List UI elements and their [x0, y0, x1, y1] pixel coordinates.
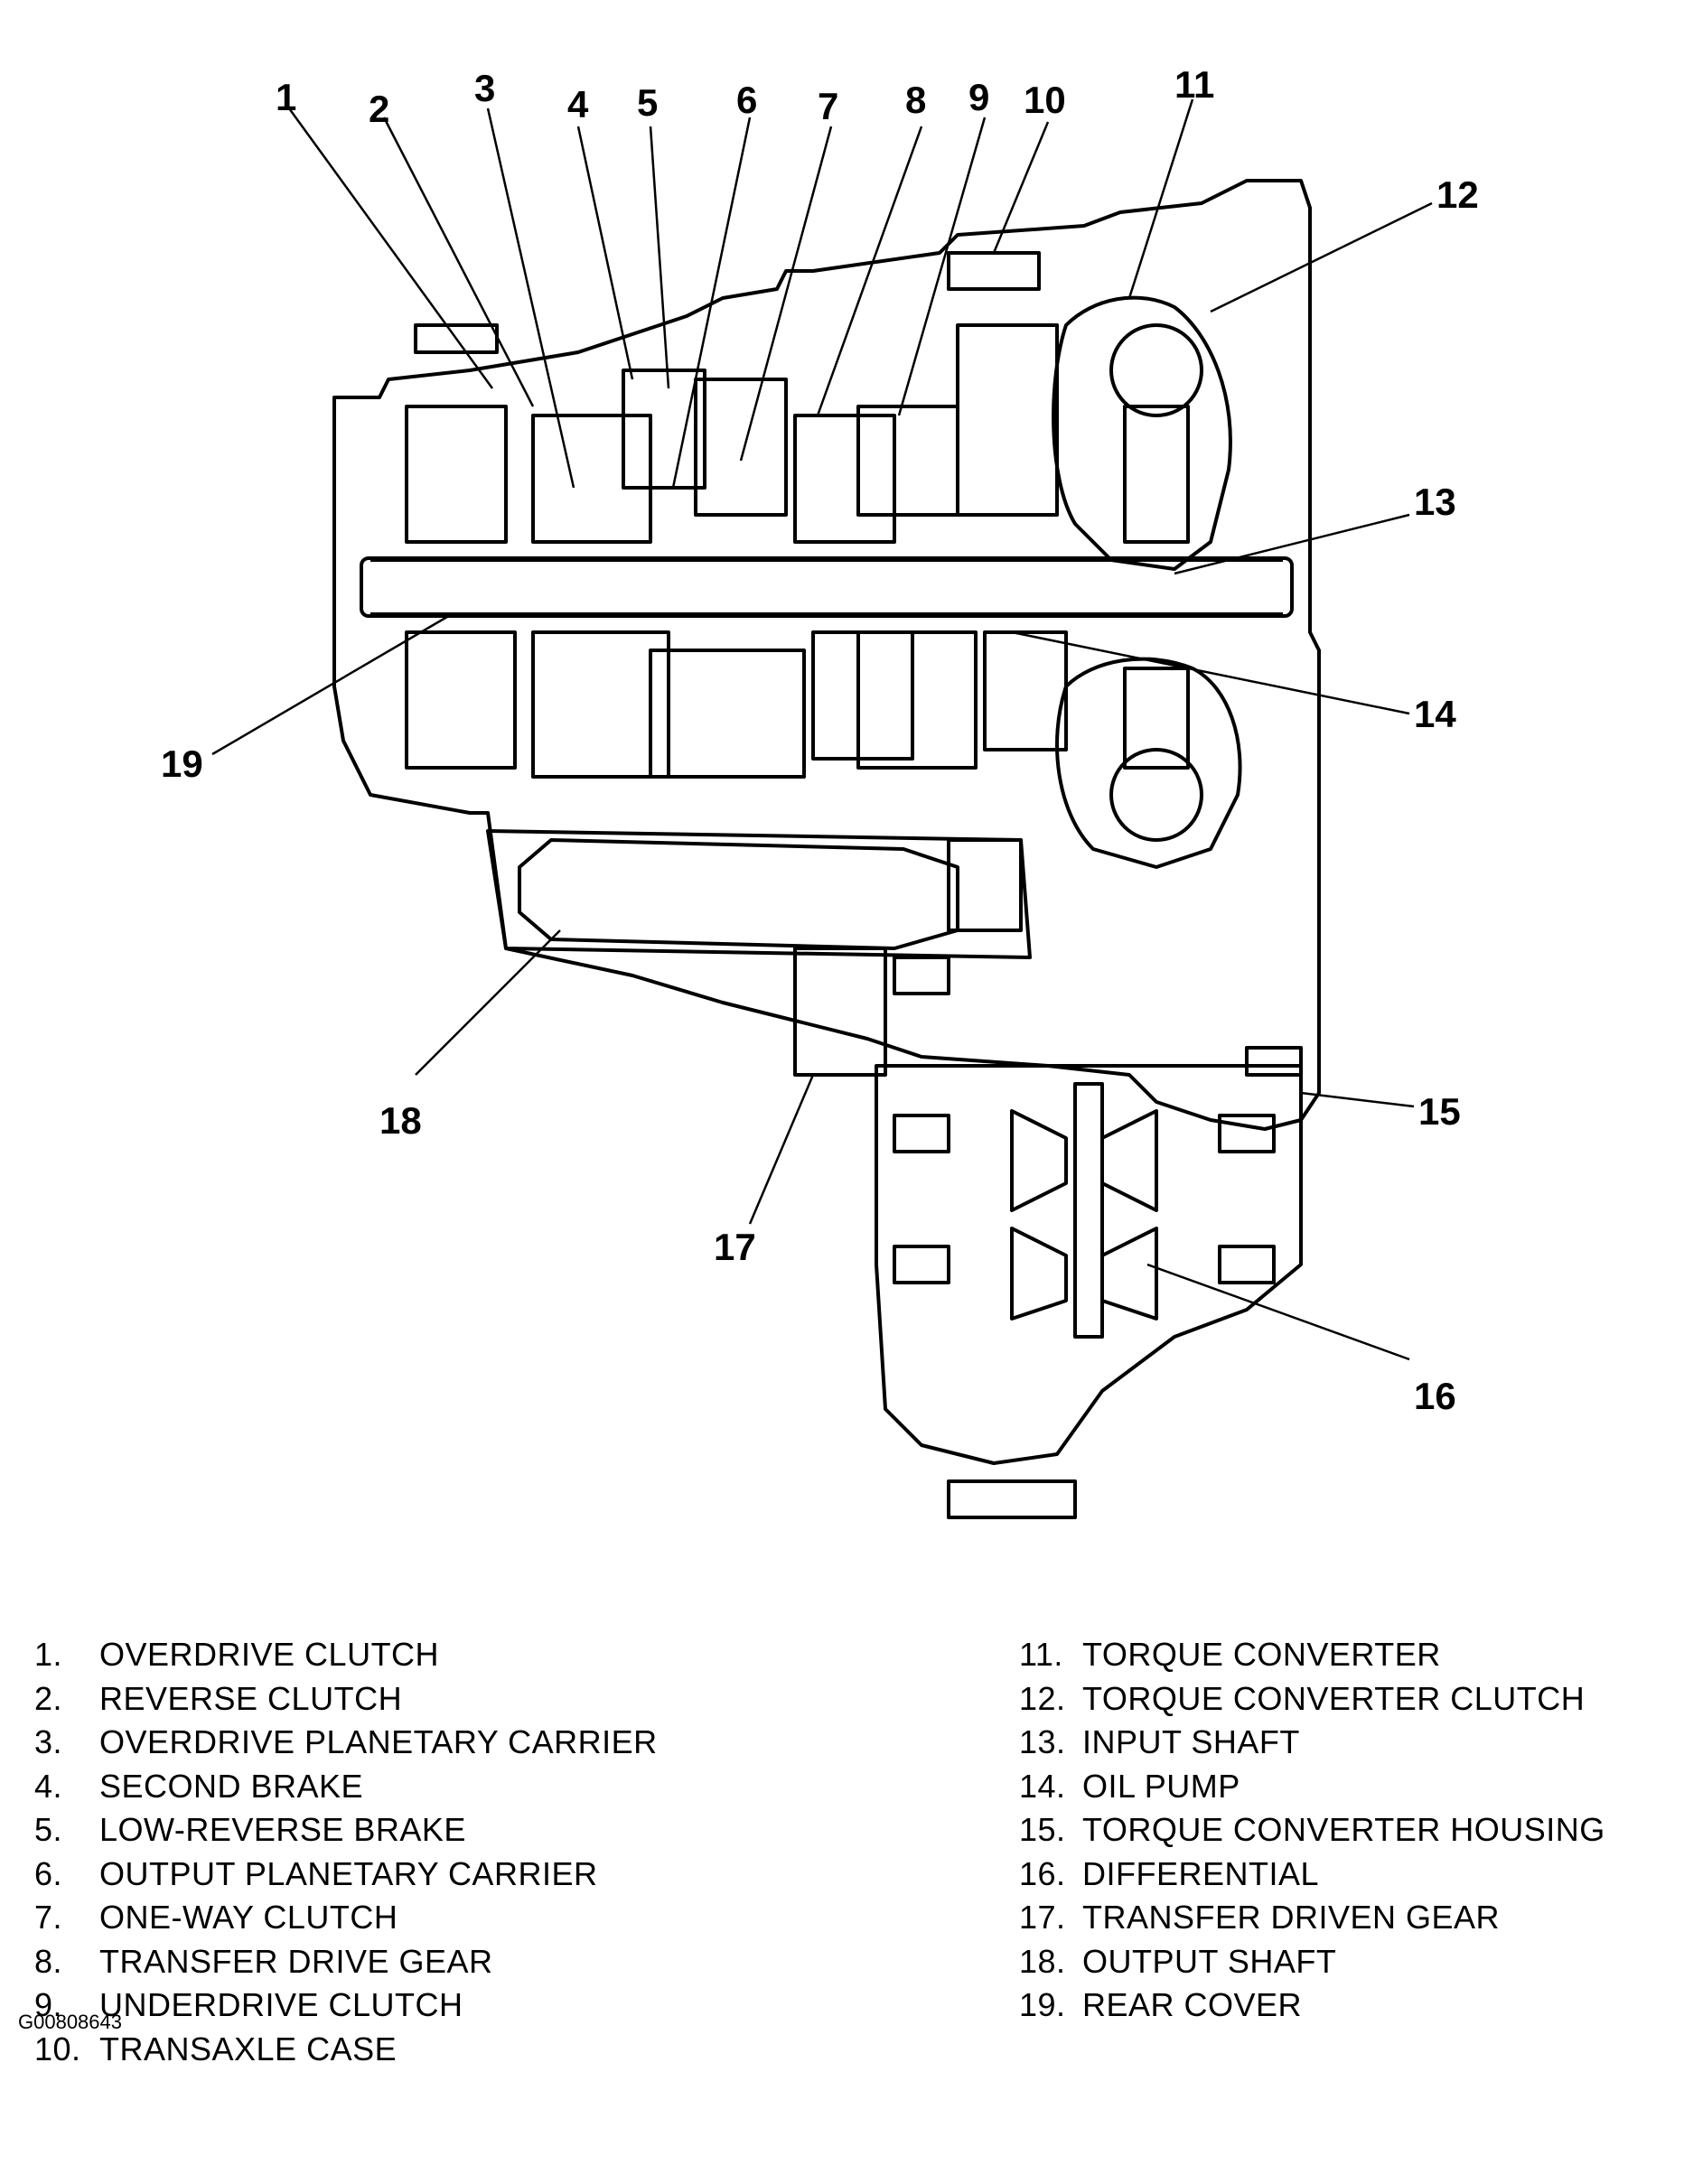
legend-right-column: 11.TORQUE CONVERTER 12.TORQUE CONVERTER …: [1019, 1633, 1605, 2028]
housing-outline: [332, 179, 1321, 1519]
legend-item: 5.LOW-REVERSE BRAKE: [34, 1811, 466, 1848]
legend-item: 18.OUTPUT SHAFT: [1019, 1942, 1337, 1980]
callout-10: 10: [1024, 79, 1066, 121]
callout-11: 11: [1174, 63, 1214, 106]
leader-lines: [211, 98, 1433, 1361]
callout-12: 12: [1436, 173, 1479, 216]
callout-7: 7: [818, 85, 838, 127]
legend-item: 12.TORQUE CONVERTER CLUTCH: [1019, 1679, 1586, 1717]
legend-item: 13.INPUT SHAFT: [1019, 1723, 1300, 1760]
legend-item: 2.REVERSE CLUTCH: [34, 1679, 403, 1717]
callout-13: 13: [1414, 481, 1456, 523]
callout-6: 6: [736, 79, 757, 121]
callout-9: 9: [968, 76, 989, 118]
legend-item: 9.UNDERDRIVE CLUTCH: [34, 1986, 463, 2023]
callout-15: 15: [1418, 1090, 1461, 1133]
legend-item: 8.TRANSFER DRIVE GEAR: [34, 1942, 493, 1980]
callout-14: 14: [1414, 693, 1456, 735]
transaxle-cutaway-diagram: 1 2 3 4 5 6 7 8 9 10 11 12 13 14 15 16 1…: [161, 63, 1479, 1519]
callout-1: 1: [276, 76, 296, 118]
callout-8: 8: [905, 79, 926, 121]
callout-18: 18: [379, 1099, 422, 1142]
legend-item: 16.DIFFERENTIAL: [1019, 1854, 1320, 1892]
legend-item: 10.TRANSAXLE CASE: [34, 2030, 398, 2067]
callout-2: 2: [369, 88, 389, 130]
legend-item: 15.TORQUE CONVERTER HOUSING: [1019, 1811, 1605, 1848]
callout-16: 16: [1414, 1375, 1456, 1417]
callout-19: 19: [161, 742, 203, 785]
callout-labels: 1 2 3 4 5 6 7 8 9 10 11 12 13 14 15 16 1…: [161, 63, 1479, 1417]
legend-left-column: 1.OVERDRIVE CLUTCH 2.REVERSE CLUTCH 3.OV…: [34, 1633, 658, 2071]
legend-item: 17.TRANSFER DRIVEN GEAR: [1019, 1899, 1501, 1936]
callout-4: 4: [567, 83, 589, 126]
callout-5: 5: [637, 81, 658, 124]
legend-item: 19.REAR COVER: [1019, 1986, 1303, 2023]
legend-item: 14.OIL PUMP: [1019, 1767, 1240, 1805]
legend-item: 11.TORQUE CONVERTER: [1019, 1636, 1441, 1673]
callout-3: 3: [474, 67, 495, 109]
legend-item: 3.OVERDRIVE PLANETARY CARRIER: [34, 1723, 658, 1760]
image-code: G00808643: [18, 2011, 122, 2033]
callout-17: 17: [714, 1226, 756, 1268]
legend-item: 4.SECOND BRAKE: [34, 1767, 364, 1805]
legend-item: 6.OUTPUT PLANETARY CARRIER: [34, 1854, 598, 1892]
legend-item: 1.OVERDRIVE CLUTCH: [34, 1636, 440, 1673]
legend-item: 7.ONE-WAY CLUTCH: [34, 1899, 398, 1936]
